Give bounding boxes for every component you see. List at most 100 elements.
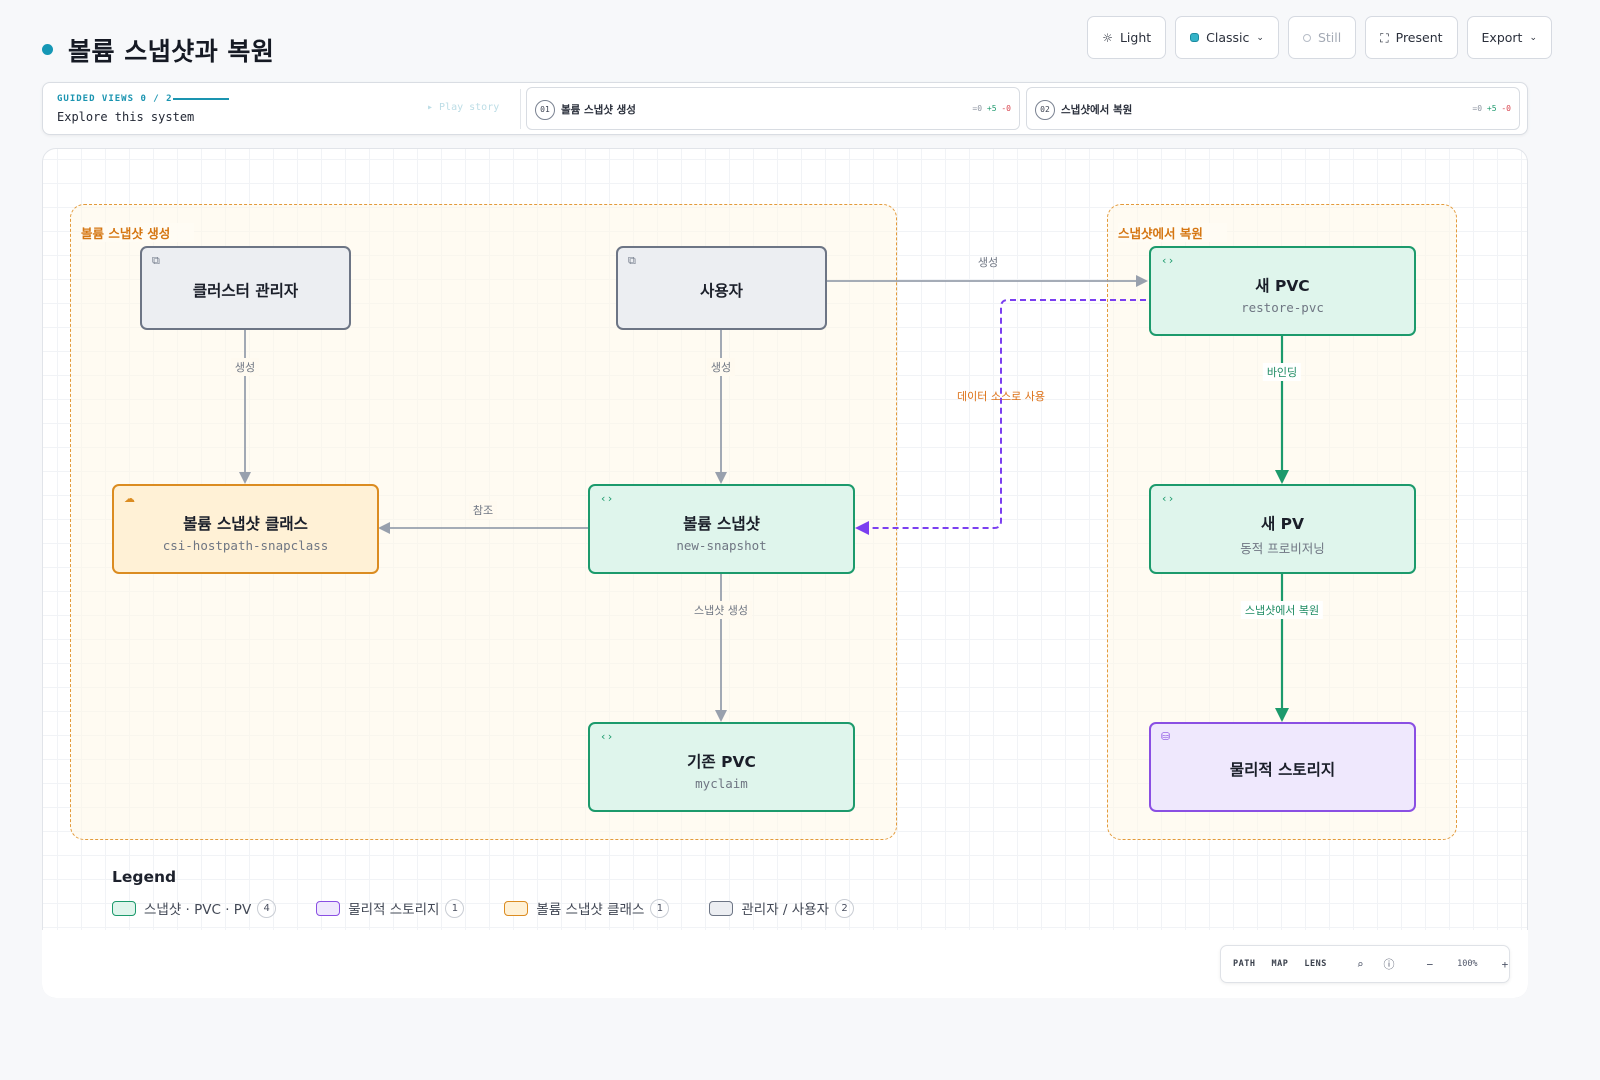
- edge-label: 생성: [230, 358, 260, 376]
- guided-views-subtitle: Explore this system: [57, 110, 195, 124]
- legend-item[interactable]: 물리적 스토리지 1: [316, 898, 465, 918]
- group-title: 스냅샷에서 복원: [1118, 223, 1227, 242]
- code-icon: ‹›: [1161, 492, 1175, 505]
- node-volume-snapshot[interactable]: ‹› 볼륨 스냅샷 new-snapshot: [588, 484, 855, 574]
- legend-item[interactable]: 관리자 / 사용자 2: [709, 898, 855, 918]
- node-cluster-admin[interactable]: ⧉ 클러스터 관리자: [140, 246, 351, 330]
- present-label: Present: [1395, 30, 1443, 45]
- node-subtitle: new-snapshot: [676, 538, 767, 553]
- node-title: 기존 PVC: [687, 753, 756, 771]
- legend-label: 볼륨 스냅샷 클래스: [536, 902, 645, 918]
- step-stats: =0 +5 -0: [972, 104, 1011, 113]
- guided-step-1[interactable]: 01 볼륨 스냅샷 생성 =0 +5 -0: [526, 87, 1020, 130]
- legend-count: 2: [835, 898, 855, 918]
- title-dot: [42, 44, 53, 55]
- legend-swatch: [504, 900, 529, 916]
- step-number: 02: [1035, 100, 1055, 120]
- node-subtitle: myclaim: [695, 776, 748, 791]
- zoom-level: 100%: [1457, 959, 1478, 969]
- legend: 스냅샷 · PVC · PV 4 물리적 스토리지 1 볼륨 스냅샷 클래스 1…: [112, 898, 894, 918]
- edge-label: 스냅샷에서 복원: [1240, 601, 1324, 619]
- toolbar: ☼ Light Classic ⌄ Still ⛶ Present Export…: [1087, 16, 1552, 59]
- step-stat-plus: +5: [986, 104, 997, 113]
- step-number: 01: [535, 100, 555, 120]
- chevron-down-icon: ⌄: [1256, 32, 1264, 43]
- canvas-controls: PATH MAP LENS ⌕ ⓘ − 100% +: [1220, 945, 1510, 983]
- style-select-label: Classic: [1206, 30, 1250, 45]
- step-stat-eq: =0: [1472, 104, 1483, 113]
- external-link-icon: ⧉: [628, 254, 636, 267]
- guided-views-bar: GUIDED VIEWS 0 / 2 Explore this system ▸…: [42, 82, 1528, 135]
- code-icon: ‹›: [1161, 254, 1175, 267]
- edge-label: 생성: [706, 358, 736, 376]
- step-stats: =0 +5 -0: [1472, 104, 1511, 113]
- help-icon[interactable]: ⓘ: [1383, 958, 1395, 971]
- guided-views-label: GUIDED VIEWS 0 / 2: [57, 94, 173, 104]
- node-user[interactable]: ⧉ 사용자: [616, 246, 827, 330]
- legend-item[interactable]: 스냅샷 · PVC · PV 4: [112, 898, 277, 918]
- legend-count: 1: [650, 898, 670, 918]
- step-stat-plus: +5: [1486, 104, 1497, 113]
- node-title: 볼륨 스냅샷 클래스: [183, 515, 308, 533]
- edge-label: 데이터 소스로 사용: [957, 390, 1045, 403]
- legend-item[interactable]: 볼륨 스냅샷 클래스 1: [504, 898, 670, 918]
- node-title: 물리적 스토리지: [1229, 761, 1336, 779]
- node-new-pv[interactable]: ‹› 새 PV 동적 프로비저닝: [1149, 484, 1416, 574]
- guided-views-summary: GUIDED VIEWS 0 / 2 Explore this system ▸…: [57, 83, 517, 134]
- style-select-button[interactable]: Classic ⌄: [1175, 16, 1279, 59]
- node-subtitle: csi-hostpath-snapclass: [162, 538, 329, 553]
- zoom-out-button[interactable]: −: [1426, 957, 1434, 971]
- sun-icon: ☼: [1102, 30, 1113, 45]
- node-title: 새 PV: [1260, 515, 1304, 533]
- fullscreen-icon: ⛶: [1380, 30, 1389, 45]
- guided-views-progress: [173, 98, 229, 100]
- node-title: 사용자: [700, 282, 743, 300]
- node-volume-snapshot-class[interactable]: ☁ 볼륨 스냅샷 클래스 csi-hostpath-snapclass: [112, 484, 379, 574]
- legend-swatch: [709, 900, 734, 916]
- node-physical-storage[interactable]: ⛁ 물리적 스토리지: [1149, 722, 1416, 812]
- step-name: 볼륨 스냅샷 생성: [561, 104, 636, 116]
- guided-step-2[interactable]: 02 스냅샷에서 복원 =0 +5 -0: [1026, 87, 1520, 130]
- style-swatch-icon: [1190, 33, 1200, 42]
- code-icon: ‹›: [600, 730, 614, 743]
- node-subtitle: restore-pvc: [1241, 300, 1324, 315]
- external-link-icon: ⧉: [152, 254, 160, 267]
- edge-label: 바인딩: [1262, 363, 1302, 381]
- light-theme-button[interactable]: ☼ Light: [1087, 16, 1167, 59]
- step-stat-minus: -0: [1001, 104, 1011, 113]
- node-title: 새 PVC: [1255, 277, 1310, 295]
- edge-label: 참조: [468, 501, 498, 519]
- step-stat-minus: -0: [1501, 104, 1511, 113]
- legend-swatch: [112, 900, 136, 916]
- play-story-button[interactable]: ▸ Play story: [427, 102, 500, 113]
- group-title: 볼륨 스냅샷 생성: [81, 223, 195, 242]
- edge-label: 생성: [977, 256, 999, 269]
- cloud-icon: ☁: [124, 492, 135, 505]
- node-title: 볼륨 스냅샷: [683, 515, 760, 533]
- node-new-pvc[interactable]: ‹› 새 PVC restore-pvc: [1149, 246, 1416, 336]
- database-icon: ⛁: [1161, 730, 1171, 743]
- legend-label: 관리자 / 사용자: [741, 902, 830, 918]
- path-button[interactable]: PATH: [1233, 959, 1256, 969]
- present-button[interactable]: ⛶ Present: [1365, 16, 1458, 59]
- search-icon[interactable]: ⌕: [1356, 957, 1364, 971]
- light-theme-label: Light: [1119, 30, 1152, 45]
- zoom-in-button[interactable]: +: [1501, 957, 1509, 971]
- node-title: 클러스터 관리자: [192, 282, 299, 300]
- node-subtitle: 동적 프로비저닝: [1240, 541, 1325, 556]
- page-title: 볼륨 스냅샷과 복원: [68, 37, 275, 66]
- legend-count: 1: [445, 898, 465, 918]
- node-existing-pvc[interactable]: ‹› 기존 PVC myclaim: [588, 722, 855, 812]
- lens-button[interactable]: LENS: [1304, 959, 1327, 969]
- step-stat-eq: =0: [972, 104, 983, 113]
- circle-icon: [1302, 33, 1311, 42]
- code-icon: ‹›: [600, 492, 614, 505]
- legend-count: 4: [257, 898, 277, 918]
- legend-label: 스냅샷 · PVC · PV: [144, 902, 252, 918]
- still-toggle-button[interactable]: Still: [1287, 16, 1357, 59]
- still-toggle-label: Still: [1317, 30, 1342, 45]
- legend-title: Legend: [112, 868, 177, 886]
- export-button[interactable]: Export ⌄: [1466, 16, 1552, 59]
- map-button[interactable]: MAP: [1271, 959, 1289, 969]
- step-name: 스냅샷에서 복원: [1061, 104, 1133, 116]
